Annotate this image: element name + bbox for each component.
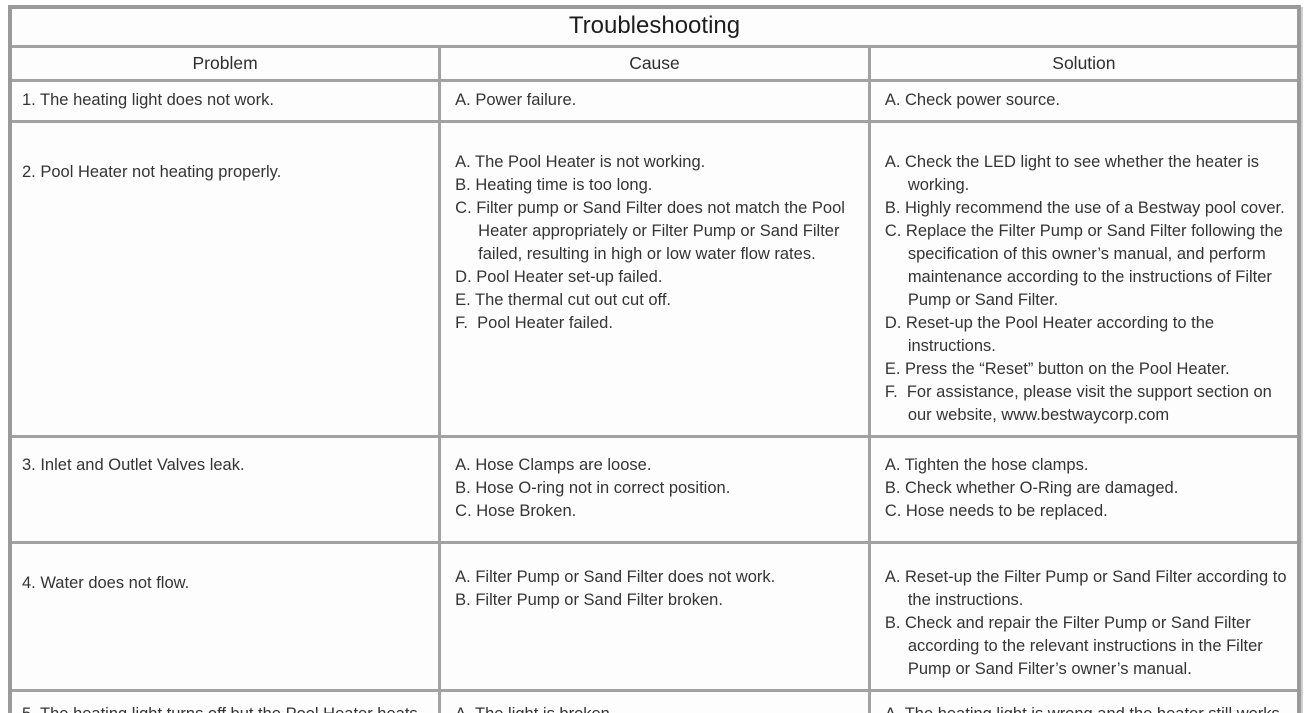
troubleshooting-table: Troubleshooting Problem Cause Solution 1…	[8, 5, 1301, 713]
solution-list-item: C. Replace the Filter Pump or Sand Filte…	[884, 221, 1288, 309]
cause-list-item: D. Pool Heater set-up failed.	[455, 267, 663, 286]
problem-cell: 4. Water does not flow.	[8, 540, 442, 692]
solution-list-item: C. Hose needs to be replaced.	[884, 501, 1108, 520]
problem-list-item: 1. The heating light does not work.	[22, 90, 274, 109]
problem-cell: 5. The heating light turns off but the P…	[8, 688, 442, 713]
solution-list-item: B. Check whether O-Ring are damaged.	[884, 478, 1179, 497]
cause-list-item: B. Heating time is too long.	[455, 175, 653, 194]
problem-list-item: 2. Pool Heater not heating properly.	[22, 162, 282, 181]
cause-list-item: B. Filter Pump or Sand Filter broken.	[455, 590, 723, 609]
solution-list-item: A. The heating light is wrong and the he…	[885, 703, 1289, 713]
cause-list-item: A. Hose Clamps are loose.	[455, 455, 652, 474]
table-title: Troubleshooting	[8, 5, 1301, 48]
solution-list-item: B. Highly recommend the use of a Bestway…	[884, 198, 1285, 217]
solution-cell: A. Check the LED light to see whether th…	[867, 119, 1301, 438]
column-header-row: Problem Cause Solution	[8, 44, 1301, 82]
table-body: 1. The heating light does not work. A. P…	[8, 78, 1301, 713]
cause-list-item: A. Filter Pump or Sand Filter does not w…	[455, 567, 776, 586]
table-row: 3. Inlet and Outlet Valves leak. A. Hose…	[8, 434, 1301, 544]
title-row: Troubleshooting	[8, 5, 1301, 48]
cause-cell: A. Filter Pump or Sand Filter does not w…	[438, 540, 871, 692]
problem-list-item: 5. The heating light turns off but the P…	[22, 703, 430, 713]
problem-cell: 1. The heating light does not work.	[8, 78, 442, 123]
solution-list-item: E. Press the “Reset” button on the Pool …	[884, 359, 1230, 378]
cause-cell: A. The Pool Heater is not working. B. Hea…	[438, 119, 871, 438]
column-header-cause: Cause	[438, 44, 871, 82]
problem-cell: 2. Pool Heater not heating properly.	[8, 119, 442, 438]
solution-list-item: A. Reset-up the Filter Pump or Sand Filt…	[884, 567, 1292, 609]
column-header-problem: Problem	[8, 44, 442, 82]
solution-cell: A. Check power source.	[867, 78, 1301, 123]
cause-list-item: C. Hose Broken.	[455, 501, 577, 520]
cause-list-item: F. Pool Heater failed.	[455, 313, 613, 332]
solution-cell: A. Reset-up the Filter Pump or Sand Filt…	[867, 540, 1301, 692]
solution-list-item: A. Tighten the hose clamps.	[884, 455, 1089, 474]
cause-list-item: B. Hose O-ring not in correct position.	[455, 478, 731, 497]
table-row: 4. Water does not flow. A. Filter Pump o…	[8, 540, 1301, 692]
solution-list-item: A. Check power source.	[884, 90, 1060, 109]
problem-list-item: 4. Water does not flow.	[22, 573, 190, 592]
cause-cell: A. The light is broken.	[438, 688, 871, 713]
table-row: 1. The heating light does not work. A. P…	[8, 78, 1301, 123]
cause-list-item: A. The light is broken.	[455, 703, 860, 713]
problem-list-item: 3. Inlet and Outlet Valves leak.	[22, 455, 245, 474]
cause-list-item: C. Filter pump or Sand Filter does not m…	[455, 198, 850, 263]
solution-list-item: F. For assistance, please visit the supp…	[884, 382, 1277, 424]
cause-list-item: E. The thermal cut out cut off.	[455, 290, 671, 309]
solution-list-item: A. Check the LED light to see whether th…	[884, 152, 1264, 194]
problem-cell: 3. Inlet and Outlet Valves leak.	[8, 434, 442, 544]
solution-list-item: B. Check and repair the Filter Pump or S…	[884, 613, 1268, 678]
cause-list-item: A. The Pool Heater is not working.	[455, 152, 706, 171]
cause-cell: A. Hose Clamps are loose. B. Hose O-ring …	[438, 434, 871, 544]
cause-cell: A. Power failure.	[438, 78, 871, 123]
cause-list-item: A. Power failure.	[455, 90, 577, 109]
table-row: 5. The heating light turns off but the P…	[8, 688, 1301, 713]
solution-cell: A. Tighten the hose clamps. B. Check whet…	[867, 434, 1301, 544]
table-head: Troubleshooting Problem Cause Solution	[8, 5, 1301, 82]
column-header-solution: Solution	[867, 44, 1301, 82]
table-row: 2. Pool Heater not heating properly. A. …	[8, 119, 1301, 438]
solution-list-item: D. Reset-up the Pool Heater according to…	[884, 313, 1219, 355]
solution-cell: A. The heating light is wrong and the he…	[867, 688, 1301, 713]
